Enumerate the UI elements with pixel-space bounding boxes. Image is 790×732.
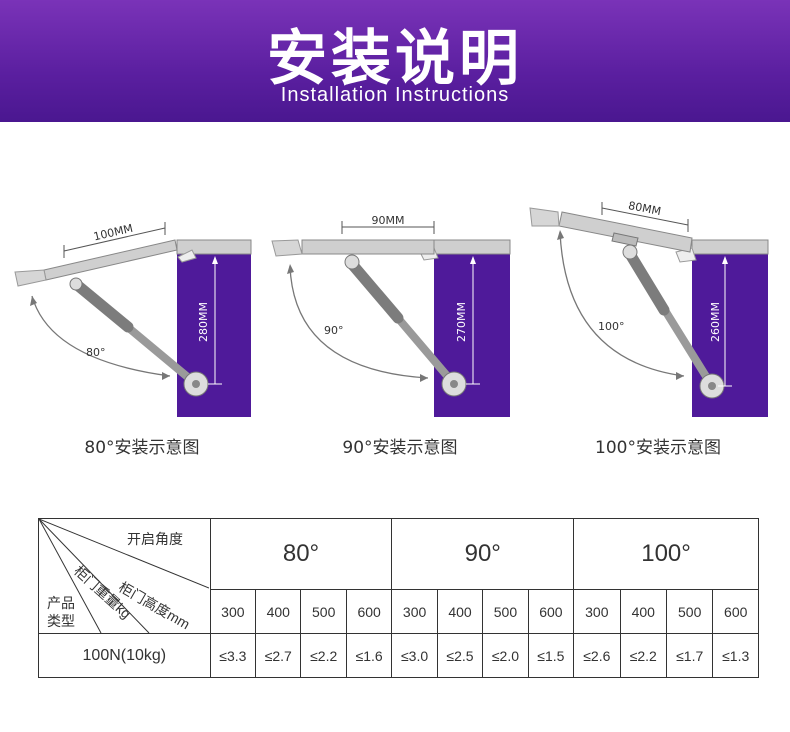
side-dimension: 260MM [709,302,722,342]
weight-limit-cell: ≤2.7 [255,633,302,678]
top-dimension: 80MM [627,200,662,218]
header-banner: 安装说明 Installation Instructions [0,0,790,122]
height-cell: 600 [712,589,759,634]
angle-arc [559,231,685,377]
height-cell: 600 [527,589,575,634]
height-row: 300 400 500 600 300 400 500 600 300 400 … [39,589,759,634]
door-panel [558,211,693,253]
weight-limit-cell: ≤3.3 [209,633,257,678]
height-cell: 600 [345,589,393,634]
height-cell: 300 [391,589,438,634]
height-cell: 300 [209,589,257,634]
height-cell: 400 [619,589,667,634]
product-type-cell: 100N(10kg) [38,633,211,678]
door-panel [301,239,435,255]
side-dimension: 270MM [455,302,468,342]
cabinet-top [176,239,252,255]
diagram-100: 80MM 260MM 100° [526,200,786,425]
cabinet-top [691,239,769,255]
weight-limit-cell: ≤2.5 [436,633,484,678]
weight-limit-cell: ≤2.0 [482,633,529,678]
angle-90-header: 90° [391,518,575,590]
angle-80-header: 80° [209,518,393,590]
weight-limit-cell: ≤1.3 [712,633,759,678]
corner-diagonals [39,519,209,633]
height-cell: 500 [300,589,347,634]
page-title: 安装说明 [267,24,523,94]
diagram-80-drawing: 100MM 280MM 80° [14,222,252,417]
diagram-90: 90MM 270MM 90° [268,200,528,425]
type-header-label-1: 产品 [47,595,75,611]
angle-100-header: 100° [573,518,759,590]
height-cell: 400 [436,589,484,634]
table-row: 100N(10kg) ≤3.3 ≤2.7 ≤2.2 ≤1.6 ≤3.0 ≤2.5… [38,633,759,678]
angle-label: 80° [86,346,106,359]
diagram-90-drawing: 90MM 270MM 90° [271,214,511,417]
weight-limit-cell: ≤1.5 [527,633,575,678]
weight-limit-cell: ≤2.6 [573,633,621,678]
angle-header-label: 开启角度 [127,531,183,547]
angle-arc [289,265,429,379]
angle-label: 90° [324,324,344,337]
angle-row: 开启角度 柜门高度mm 柜门重量kg 产品 类型 80° 90° 100° [38,518,759,634]
height-cell: 500 [665,589,714,634]
side-dimension: 280MM [197,302,210,342]
height-cell: 500 [482,589,529,634]
weight-limit-cell: ≤2.2 [619,633,667,678]
height-cell: 300 [573,589,621,634]
diagram-100-drawing: 80MM 260MM 100° [529,200,769,417]
weight-limit-cell: ≤1.6 [345,633,393,678]
angle-label: 100° [598,320,625,333]
height-cell: 400 [255,589,302,634]
type-header-label-2: 类型 [47,613,75,629]
angle-arc [31,295,171,377]
cabinet-top [433,239,511,255]
corner-header: 开启角度 柜门高度mm 柜门重量kg 产品 类型 [38,518,211,634]
diagram-90-caption: 90°安装示意图 [342,438,458,458]
diagram-80-caption: 80°安装示意图 [84,438,200,458]
top-dimension: 90MM [372,214,405,227]
weight-limit-cell: ≤1.7 [665,633,714,678]
weight-limit-cell: ≤2.2 [300,633,347,678]
diagram-80: 100MM 280MM 80° [10,200,270,425]
weight-limit-cell: ≤3.0 [391,633,438,678]
spec-table: 开启角度 柜门高度mm 柜门重量kg 产品 类型 80° 90° 100° 30… [38,518,759,678]
page-subtitle: Installation Instructions [280,84,510,106]
diagram-100-caption: 100°安装示意图 [595,438,721,458]
